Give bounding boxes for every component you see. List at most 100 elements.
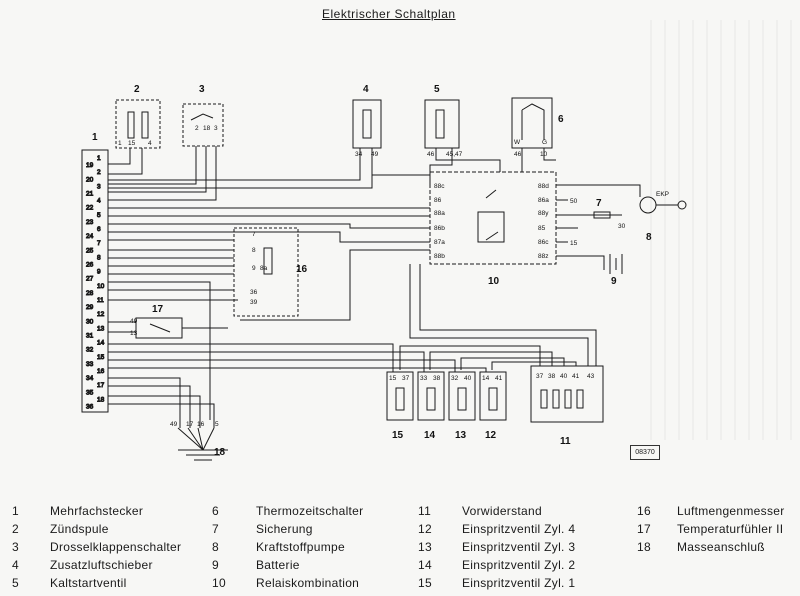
component-labels: 1 2 3 4 5 6 7 8 9 10 11 12 13 14 15 16 1… (92, 84, 669, 458)
res-pin-38: 38 (548, 373, 556, 380)
plug-pin-label: 3 (97, 183, 101, 190)
ignition-coil-box (115, 99, 161, 149)
plug-pin-label: 19 (86, 162, 94, 169)
plug-pin-label: 25 (86, 247, 94, 254)
plug-pin-label: 15 (97, 354, 105, 361)
resistor-elements (540, 389, 584, 409)
relay-pin-86: 86 (434, 197, 442, 204)
plug-pin-label: 33 (86, 361, 94, 368)
relay-pin-86c: 86c (538, 239, 549, 246)
aux-air-valve-box (352, 99, 382, 149)
plug-pin-label: 32 (86, 347, 94, 354)
throttle-pin-3: 3 (214, 125, 218, 132)
relay-pin-88c: 88c (434, 183, 445, 190)
res-pin-40: 40 (560, 373, 568, 380)
plug-pin-label: 16 (97, 368, 105, 375)
relay-ext-30: 30 (618, 223, 626, 230)
plug-pin-label: 7 (97, 240, 101, 247)
resistor-pack-box (530, 365, 604, 423)
res-pin-43: 43 (587, 373, 595, 380)
wire-harness (108, 146, 678, 428)
plug-pin-label: 18 (97, 396, 105, 403)
label-1: 1 (92, 132, 98, 143)
plug-pin-label: 13 (97, 325, 105, 332)
inj13-pin-b: 40 (464, 375, 472, 382)
plug-pin-label: 17 (97, 382, 105, 389)
label-5: 5 (434, 84, 440, 95)
label-11: 11 (560, 436, 571, 447)
aux-pin-49: 49 (371, 151, 379, 158)
pump-terminal-icon (677, 200, 687, 210)
thermo-pin-g: G (542, 139, 547, 146)
temp-pin-49: 49 (130, 318, 138, 325)
relay-combination-box (429, 171, 557, 265)
label-9: 9 (611, 276, 617, 287)
plug-pin-label: 28 (86, 290, 94, 297)
label-18: 18 (214, 447, 226, 458)
plug-pin-label: 8 (97, 254, 101, 261)
thermo-switch-box (511, 97, 553, 149)
throttle-contact (190, 113, 214, 121)
plug-pin-label: 11 (97, 297, 104, 304)
gnd-pin-49: 49 (170, 421, 178, 428)
injector-15-coil (395, 387, 405, 411)
plug-pin-label: 35 (86, 389, 94, 396)
coil-pin-15: 15 (128, 140, 136, 147)
plug-pin-label: 5 (97, 212, 101, 219)
relay-pin-88b: 88b (434, 253, 445, 260)
injector-12-coil (488, 387, 498, 411)
show-through-texture (650, 20, 800, 440)
label-3: 3 (199, 84, 205, 95)
fuel-pump-motor-icon (639, 196, 657, 214)
plug-pin-label: 34 (86, 375, 94, 382)
relay-core (477, 211, 505, 243)
label-16: 16 (296, 264, 308, 275)
plug-pin-label: 1 (97, 155, 101, 162)
gnd-pin-17: 17 (186, 421, 194, 428)
plug-pin-label: 29 (86, 304, 94, 311)
plug-pin-label: 9 (97, 269, 101, 276)
injector-13-coil (457, 387, 467, 411)
plug-pin-label: 4 (97, 198, 101, 205)
plug-pin-label: 23 (86, 219, 94, 226)
label-10: 10 (488, 276, 500, 287)
thermo-pin-w: W (514, 139, 521, 146)
afm-pin-36: 36 (250, 289, 258, 296)
label-13: 13 (455, 430, 467, 441)
cold-pin-46: 46 (427, 151, 435, 158)
inj13-pin-a: 32 (451, 375, 459, 382)
inj15-pin-b: 37 (402, 375, 410, 382)
coil-pin-1: 1 (118, 140, 122, 147)
label-8: 8 (646, 232, 652, 243)
res-pin-37: 37 (536, 373, 544, 380)
relay-pin-88z: 88z (538, 253, 548, 260)
diagram-title: Elektrischer Schaltplan (322, 7, 456, 21)
plug-pin-label: 31 (86, 333, 94, 340)
multi-plug (81, 149, 109, 413)
plug-pin-label: 12 (97, 311, 105, 318)
res-pin-41: 41 (572, 373, 580, 380)
plug-pin-label: 24 (86, 233, 94, 240)
plug-pin-label: 30 (86, 318, 94, 325)
coil-pin-4: 4 (148, 140, 152, 147)
label-6: 6 (558, 114, 564, 125)
coil-winding-1 (127, 111, 135, 139)
inj14-pin-b: 38 (433, 375, 441, 382)
coil-winding-2 (141, 111, 149, 139)
label-12: 12 (485, 430, 497, 441)
label-17: 17 (152, 304, 164, 315)
